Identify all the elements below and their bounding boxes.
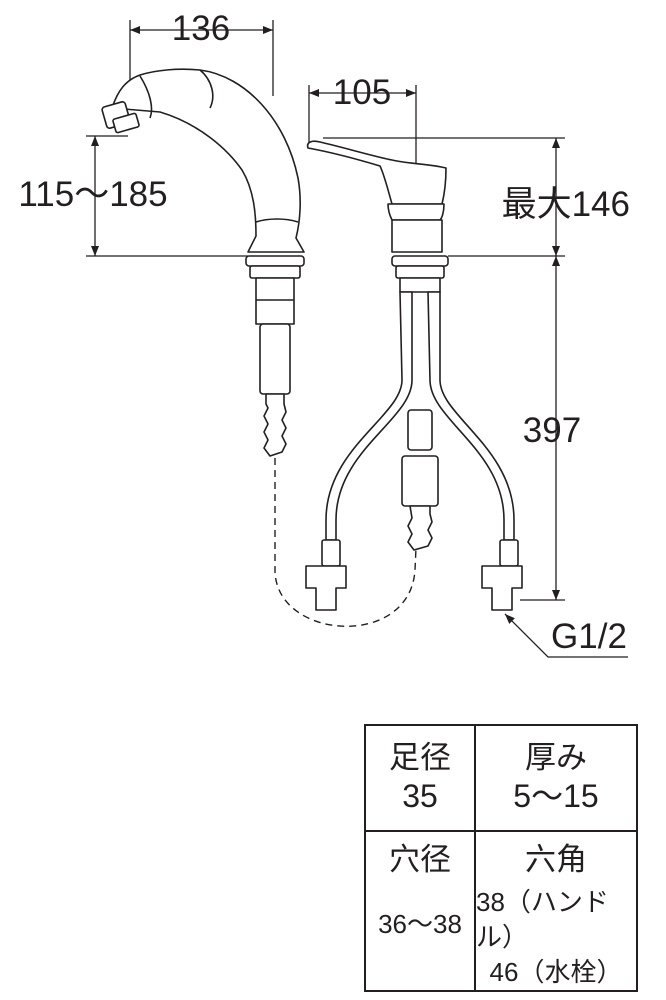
lever-cartridge — [391, 219, 443, 253]
dim-max-height-label: 最大146 — [502, 185, 630, 224]
spec-table: 足径 35 厚み 5～15 穴径 36～38 六角 38（ハンドル） 46（水栓… — [364, 724, 638, 992]
spout-body — [111, 68, 305, 253]
spec-thickness-value: 5～15 — [513, 778, 599, 815]
lever-shank — [399, 277, 441, 293]
lever-base-flange — [391, 255, 449, 267]
spout-joint-line — [255, 218, 299, 223]
spec-hex: 六角 38（ハンドル） 46（水栓） — [474, 830, 636, 991]
spout-base-flange — [245, 255, 305, 267]
spec-hex-faucet: 46（水栓） — [489, 957, 623, 988]
dim-hose-length-label: 397 — [523, 411, 581, 450]
dim-spout-reach-label: 136 — [172, 9, 230, 48]
dim-lever-reach-label: 105 — [333, 73, 391, 112]
lever-faucet — [305, 140, 523, 611]
valve-right — [481, 565, 523, 611]
hose-connector — [407, 409, 433, 451]
spec-thickness: 厚み 5～15 — [474, 726, 636, 830]
spec-hex-label: 六角 — [525, 842, 587, 878]
spout-nozzle-tip — [112, 112, 140, 134]
lever-base-nut — [395, 265, 445, 279]
spout-hose-sleeve — [259, 323, 291, 395]
lever-body — [387, 203, 445, 221]
spout-faucet — [101, 68, 305, 457]
spout-base-nut — [249, 265, 301, 279]
spec-hole-diameter-value: 36～38 — [378, 909, 462, 940]
supply-joint-left — [321, 539, 341, 567]
spout-shank — [255, 277, 295, 325]
spout-head-line — [139, 75, 153, 119]
supply-joint-right — [499, 539, 519, 567]
spec-foot-diameter: 足径 35 — [366, 726, 474, 830]
spec-foot-diameter-label: 足径 — [389, 740, 451, 777]
supply-pipe-left — [325, 291, 413, 541]
valve-left — [305, 565, 347, 611]
dim-spout-height-label: 115～185 — [18, 175, 167, 214]
spout-head-line-2 — [199, 69, 214, 109]
spec-thickness-label: 厚み — [525, 740, 587, 777]
supply-pipe-right — [427, 291, 515, 541]
lever-handle — [306, 140, 447, 205]
spec-foot-diameter-value: 35 — [402, 778, 438, 815]
spout-hose-end — [263, 393, 287, 457]
hose-coupler — [401, 455, 439, 507]
spec-hole-diameter-label: 穴径 — [389, 842, 451, 878]
spec-hex-handle: 38（ハンドル） — [476, 887, 609, 953]
thread-leader — [504, 613, 628, 658]
hose-coupler-end — [407, 505, 433, 551]
spec-hole-diameter: 穴径 36～38 — [366, 830, 474, 990]
dim-thread-label: G1/2 — [551, 617, 627, 656]
pullout-hose — [274, 458, 417, 627]
